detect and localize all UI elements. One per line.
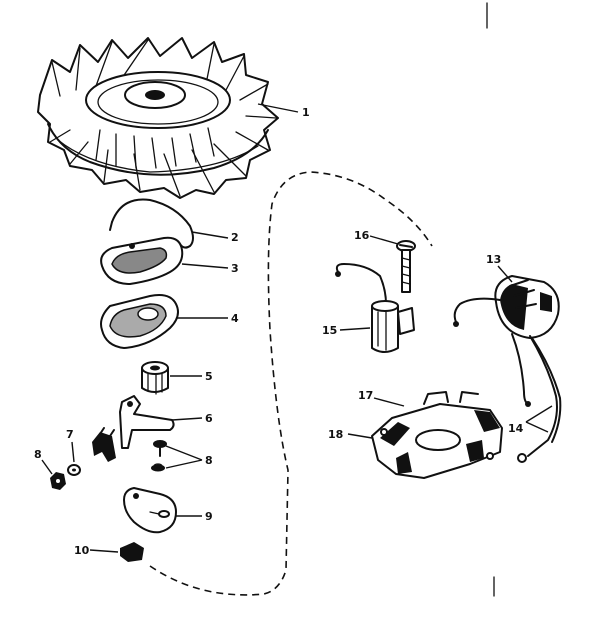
callout-17: 17 [358, 389, 373, 402]
leader-7 [71, 441, 75, 463]
leader-17 [373, 397, 405, 407]
callout-7: 7 [66, 428, 74, 441]
callout-8b: 8 [205, 454, 213, 467]
leader-8b-lower [165, 459, 203, 469]
leader-14-lower [525, 421, 549, 433]
callout-1: 1 [302, 106, 310, 119]
callout-2: 2 [231, 231, 239, 244]
condenser [335, 263, 415, 353]
callout-3: 3 [231, 262, 239, 275]
leader-2 [191, 231, 229, 239]
callout-13: 13 [486, 253, 501, 266]
ignition-leads [453, 297, 562, 463]
callout-14: 14 [508, 422, 524, 435]
gasket [100, 294, 179, 349]
small-block [120, 542, 144, 562]
callout-6: 6 [205, 412, 213, 425]
screw-lower [151, 463, 165, 472]
point-bracket [92, 427, 116, 462]
leader-6 [171, 417, 203, 421]
ignition-coil [494, 275, 560, 339]
callout-15: 15 [322, 324, 337, 337]
bushing [141, 361, 169, 395]
callout-9: 9 [205, 510, 213, 523]
stator-bracket [371, 391, 503, 479]
spring-clip [109, 198, 194, 249]
mounting-screw [396, 240, 416, 293]
leader-13 [497, 265, 513, 283]
callout-18: 18 [328, 428, 343, 441]
callout-4: 4 [231, 312, 239, 325]
leader-3 [181, 263, 229, 269]
flywheel [37, 37, 279, 199]
leader-1 [257, 103, 299, 113]
washer [67, 464, 81, 476]
leader-18 [347, 433, 373, 439]
leader-8a [41, 459, 53, 475]
group-dashed-line [149, 171, 433, 596]
screw-upper [153, 440, 167, 457]
hex-nut [50, 472, 66, 490]
callout-5: 5 [205, 370, 213, 383]
callout-8a: 8 [34, 448, 42, 461]
breaker-arm [119, 395, 175, 449]
callout-10: 10 [74, 544, 90, 557]
leader-8b [165, 445, 203, 461]
leader-10 [89, 549, 119, 553]
callout-16: 16 [354, 229, 370, 242]
base-plate [123, 487, 177, 534]
leader-14-upper [525, 405, 553, 423]
leader-16 [369, 235, 399, 245]
cover-plate [100, 236, 184, 285]
leader-15 [339, 327, 371, 331]
